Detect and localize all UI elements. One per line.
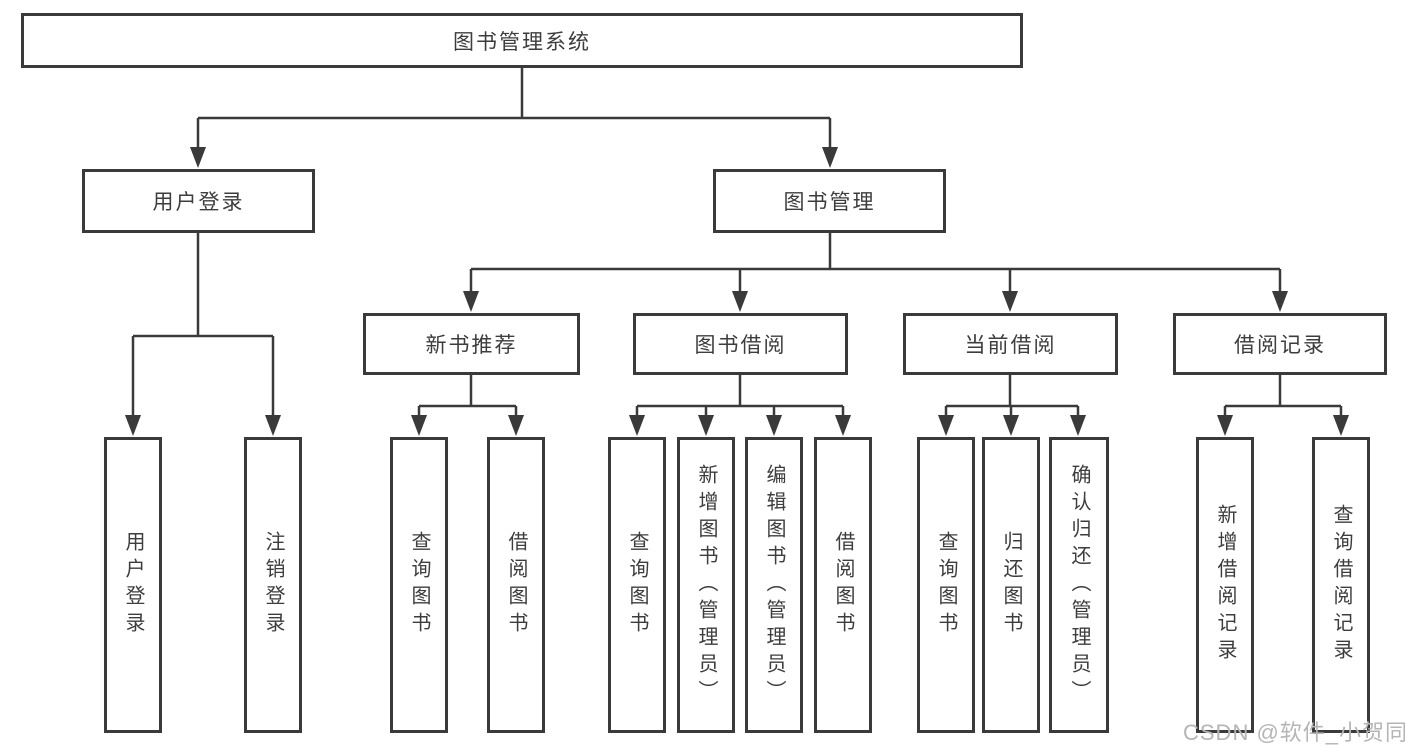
node-label: 图书借阅 (694, 334, 787, 357)
node-book-borrow: 图书借阅 (633, 313, 848, 375)
node-label: 借阅图书 (505, 531, 527, 639)
node-book-management: 图书管理 (713, 169, 946, 233)
arrowhead-icon (1002, 291, 1018, 312)
leaf-cb-query-book: 查询图书 (917, 437, 975, 733)
connector-root-to-level1 (196, 68, 832, 150)
leaf-cb-return-book: 归还图书 (982, 437, 1040, 733)
node-current-borrow: 当前借阅 (903, 313, 1118, 375)
node-user-login: 用户登录 (82, 169, 315, 233)
node-label: 用户登录 (122, 531, 144, 639)
node-label: 用户登录 (152, 191, 245, 214)
arrowhead-icon (732, 291, 748, 312)
arrowhead-icon (265, 415, 281, 436)
connector-new-book-rec-children (417, 375, 518, 418)
arrowhead-icon (698, 415, 714, 436)
arrowhead-icon (822, 147, 838, 168)
arrowheads (125, 147, 1349, 436)
arrowhead-icon (835, 415, 851, 436)
connector-borrow-record-children (1223, 375, 1343, 418)
node-label: 图书管理系统 (453, 30, 591, 54)
arrowhead-icon (1333, 415, 1349, 436)
arrowhead-icon (1217, 415, 1233, 436)
arrowhead-icon (766, 415, 782, 436)
node-label: 新增图书（管理员） (695, 463, 717, 707)
leaf-br-query-record: 查询借阅记录 (1312, 437, 1370, 733)
node-root: 图书管理系统 (21, 13, 1023, 68)
node-new-book-recommend: 新书推荐 (363, 313, 580, 375)
arrowhead-icon (508, 415, 524, 436)
node-label: 新书推荐 (425, 334, 518, 357)
node-label: 图书管理 (783, 191, 876, 214)
node-label: 查询图书 (408, 531, 430, 639)
node-label: 确认归还（管理员） (1068, 463, 1090, 707)
leaf-user-login: 用户登录 (104, 437, 162, 733)
leaf-bb-edit-book: 编辑图书（管理员） (745, 437, 803, 733)
node-label: 编辑图书（管理员） (763, 463, 785, 707)
arrowhead-icon (125, 415, 141, 436)
node-label: 新增借阅记录 (1214, 504, 1236, 666)
leaf-bb-add-book: 新增图书（管理员） (677, 437, 735, 733)
node-label: 归还图书 (1000, 531, 1022, 639)
arrowhead-icon (1003, 415, 1019, 436)
arrowhead-icon (463, 291, 479, 312)
leaf-bb-borrow-book: 借阅图书 (814, 437, 872, 733)
leaf-logout: 注销登录 (244, 437, 302, 733)
leaf-nb-query-book: 查询图书 (390, 437, 448, 733)
leaf-cb-confirm-return: 确认归还（管理员） (1049, 437, 1109, 733)
leaf-nb-borrow-book: 借阅图书 (487, 437, 545, 733)
arrowhead-icon (1272, 291, 1288, 312)
node-label: 查询借阅记录 (1330, 504, 1352, 666)
arrowhead-icon (938, 415, 954, 436)
arrowhead-icon (629, 415, 645, 436)
connector-current-borrow-children (944, 375, 1080, 418)
node-label: 借阅记录 (1234, 334, 1326, 357)
arrowhead-icon (1070, 415, 1086, 436)
node-label: 借阅图书 (832, 531, 854, 639)
node-label: 注销登录 (262, 531, 284, 639)
csdn-watermark: CSDN @软件_小贺同学 (1183, 720, 1405, 745)
connector-user-login-children (131, 233, 275, 418)
leaf-br-add-record: 新增借阅记录 (1196, 437, 1254, 733)
arrowhead-icon (411, 415, 427, 436)
node-label: 查询图书 (626, 531, 648, 639)
node-label: 查询图书 (935, 531, 957, 639)
connector-book-borrow-children (635, 375, 845, 418)
node-label: 当前借阅 (964, 334, 1057, 357)
connector-book-mgmt-children (469, 233, 1282, 294)
leaf-bb-query-book: 查询图书 (608, 437, 666, 733)
node-borrow-records: 借阅记录 (1173, 313, 1387, 375)
arrowhead-icon (190, 147, 206, 168)
